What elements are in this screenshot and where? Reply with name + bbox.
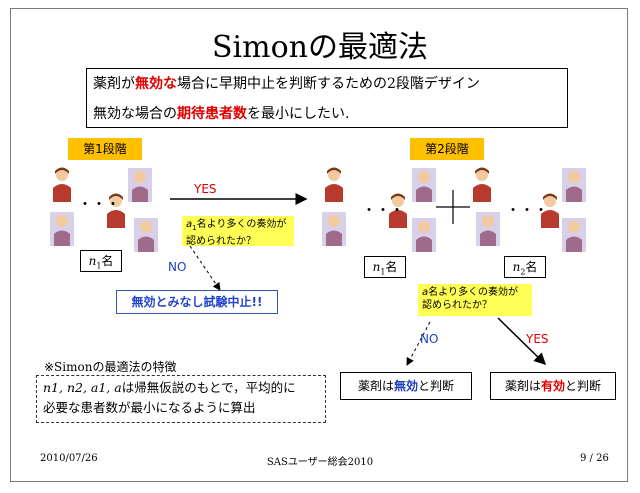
slide-title: Simonの最適法 xyxy=(212,30,428,65)
stage2-no-label: NO xyxy=(420,332,439,346)
n1-var: n xyxy=(372,260,381,274)
question-text: 名より多くの奏効が xyxy=(196,219,287,230)
subtitle-line-1: 薬剤が無効な場合に早期中止を判断するための2段階デザイン xyxy=(93,69,567,99)
result-valid-post: と判断 xyxy=(565,379,602,393)
note-line-2: 必要な患者数が最小になるように算出 xyxy=(43,400,256,415)
stage1-yes-label: YES xyxy=(194,182,217,196)
n2-sub: 2 xyxy=(520,267,526,277)
a-sub: 1 xyxy=(192,224,197,232)
n2-suffix: 名 xyxy=(525,260,538,274)
note-line-1: n1, n2, a1, aは帰無仮説のもとで，平均的に xyxy=(43,378,319,398)
footer-page-number: 9 / 26 xyxy=(580,453,609,464)
result-invalid-post: と判断 xyxy=(418,379,455,393)
note-box: n1, n2, a1, aは帰無仮説のもとで，平均的に 必要な患者数が最小になる… xyxy=(36,375,326,423)
stage2-yes-arrow xyxy=(497,317,547,366)
note-heading: ※Simonの最適法の特徴 xyxy=(44,360,177,374)
person-icon xyxy=(104,192,128,228)
person-icon xyxy=(50,166,74,202)
n-suffix: 名 xyxy=(101,254,114,268)
subtitle-line1-highlight: 無効な xyxy=(135,76,177,92)
result-invalid-box: 薬剤は無効と判断 xyxy=(340,372,472,400)
person-icon xyxy=(322,210,346,246)
stage1-n-label: n1名 xyxy=(80,250,122,272)
subtitle-line2-post: を最小にしたい. xyxy=(247,106,350,122)
n1-sub: 1 xyxy=(380,267,386,277)
stage2-ellipsis-1: ・・・ xyxy=(362,203,404,219)
footer-center: SASユーザー総会2010 xyxy=(266,457,374,468)
stop-trial-box: 無効とみなし試験中止!! xyxy=(116,290,278,314)
note-math: n1, n2, a1, a xyxy=(43,380,122,395)
stage1-no-arrow xyxy=(189,245,221,291)
stage2-label: 第2段階 xyxy=(410,138,484,160)
person-icon xyxy=(128,166,152,202)
result-invalid-pre: 薬剤は xyxy=(357,379,394,393)
question-text-2: 認められたか？ xyxy=(422,300,492,311)
stage1-label: 第1段階 xyxy=(68,138,142,160)
subtitle-line-2: 無効な場合の期待患者数を最小にしたい. xyxy=(93,99,567,129)
subtitle-line2-highlight: 期待患者数 xyxy=(177,106,247,122)
n1-suffix: 名 xyxy=(385,260,398,274)
question-text: 名より多くの奏効が xyxy=(428,287,518,298)
person-icon xyxy=(562,166,586,202)
subtitle-line1-post: 場合に早期中止を判断するための2段階デザイン xyxy=(177,76,480,92)
person-icon xyxy=(562,216,586,252)
stage2-question-box: a名より多くの奏効が認められたか？ xyxy=(418,284,532,316)
person-icon xyxy=(50,210,74,246)
a-var: a xyxy=(186,219,193,230)
stage2-n1-label: n1名 xyxy=(364,256,406,278)
result-valid-box: 薬剤は有効と判断 xyxy=(490,372,616,400)
result-invalid-word: 無効 xyxy=(393,379,418,393)
n-var: n xyxy=(88,254,97,268)
person-icon xyxy=(470,166,494,202)
n-sub: 1 xyxy=(96,261,102,271)
stage2-yes-label: YES xyxy=(526,332,549,346)
person-icon xyxy=(386,192,410,228)
result-valid-pre: 薬剤は xyxy=(504,379,541,393)
subtitle-line2-pre: 無効な場合の xyxy=(93,106,177,122)
stage2-no-arrow xyxy=(406,321,431,366)
stage1-question-box: a1名より多くの奏効が認められたか？ xyxy=(182,216,294,247)
person-icon xyxy=(476,210,500,246)
person-icon xyxy=(538,192,562,228)
person-icon xyxy=(412,166,436,202)
stage1-no-label: NO xyxy=(168,260,187,274)
subtitle-line1-pre: 薬剤が xyxy=(93,76,135,92)
note-line1-text: は帰無仮説のもとで，平均的に xyxy=(121,380,296,395)
stage2-n2-label: n2名 xyxy=(504,256,546,278)
footer-date: 2010/07/26 xyxy=(40,453,98,464)
slide-frame xyxy=(10,8,628,482)
person-icon xyxy=(134,216,158,252)
question-text-2: 認められたか？ xyxy=(186,236,256,247)
n2-var: n xyxy=(512,260,521,274)
stage1-ellipsis: ・・・ xyxy=(78,197,120,213)
person-icon xyxy=(322,166,346,202)
subtitle-box: 薬剤が無効な場合に早期中止を判断するための2段階デザイン 無効な場合の期待患者数… xyxy=(86,68,568,128)
result-valid-word: 有効 xyxy=(540,379,565,393)
person-icon xyxy=(412,216,436,252)
a-var: a xyxy=(422,287,429,298)
stage2-ellipsis-2: ・・・ xyxy=(506,203,548,219)
